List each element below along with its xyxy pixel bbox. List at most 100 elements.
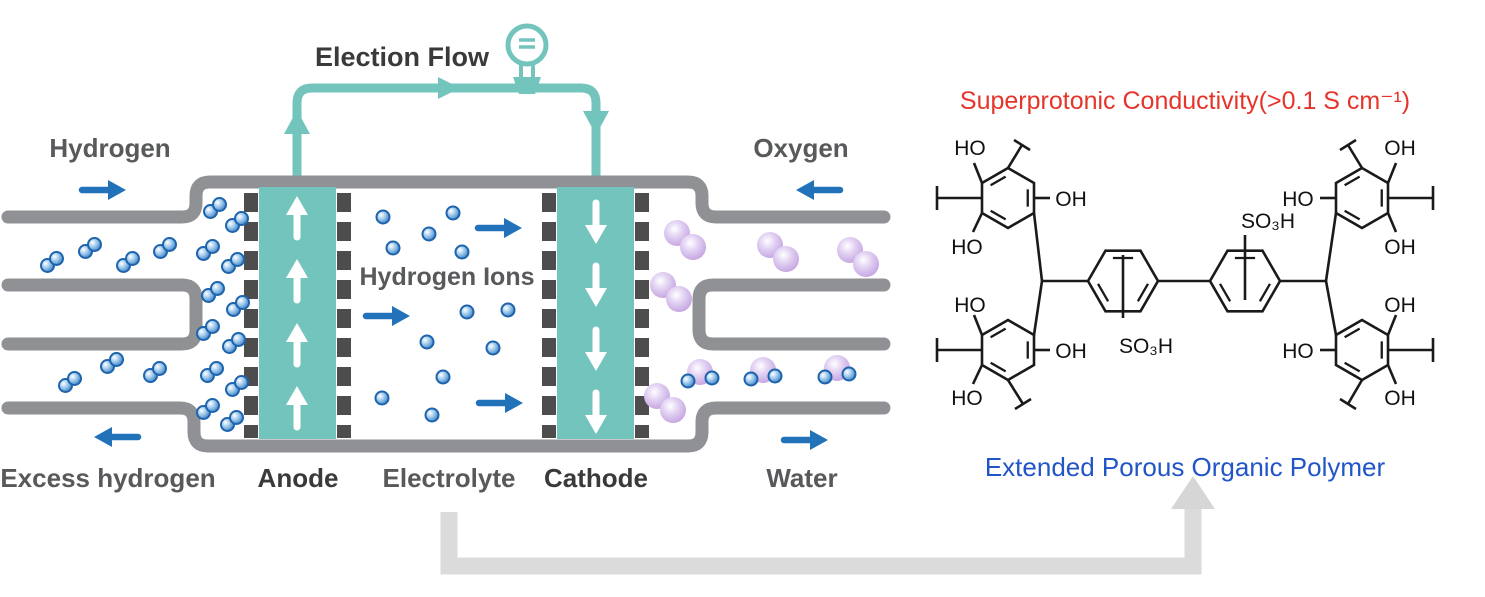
h2-molecule — [116, 251, 140, 273]
superprotonic-title: Superprotonic Conductivity(>0.1 S cm⁻¹) — [959, 87, 1411, 115]
light-bulb-icon — [505, 23, 549, 94]
bond-line — [1324, 212, 1338, 282]
excess-hydrogen-out-arrow — [94, 427, 142, 447]
election-flow-label: Election Flow — [315, 42, 490, 72]
bond-line — [1013, 138, 1031, 152]
wire-down-arrow-icon — [583, 111, 609, 135]
bond-line — [1386, 364, 1398, 385]
bond-line — [1014, 397, 1032, 411]
benzene-ring — [980, 318, 1036, 382]
water-molecule — [743, 357, 783, 387]
hydrogen-ion-dot — [445, 205, 461, 221]
ho-label: HO — [1282, 340, 1314, 363]
hydrogen-ion-dot — [419, 334, 435, 350]
h2-molecule — [225, 211, 249, 233]
fuel-cell-diagram: Election Flow Hydrogen Oxygen Hydroge — [0, 23, 891, 493]
bond-line — [1339, 397, 1357, 411]
h2-molecule — [226, 295, 250, 317]
h2-molecule — [225, 375, 249, 397]
oh-label: OH — [1055, 340, 1087, 363]
o2-molecule — [837, 237, 879, 277]
down-arrow-icon — [585, 326, 607, 371]
electrolyte-label: Electrolyte — [383, 463, 516, 493]
polymer-structure: HO HO HO HO HO HO OH OH OH OH OH OH SO₃H… — [935, 137, 1435, 411]
hydrogen-ion-dot — [485, 340, 501, 356]
ion-flow-arrow — [362, 306, 410, 326]
h2-molecule — [203, 197, 227, 219]
so3h-label: SO₃H — [1119, 335, 1173, 358]
h2-molecule — [100, 352, 124, 374]
up-arrow-icon — [286, 386, 308, 431]
o2-molecule — [644, 383, 686, 423]
housing-bottom-wall — [1, 401, 891, 453]
up-arrow-icon — [286, 196, 308, 241]
down-arrow-icon — [585, 262, 607, 307]
wire-up-arrow-icon — [284, 110, 310, 134]
oh-label: OH — [1384, 236, 1416, 259]
water-out-arrow — [780, 430, 828, 450]
bond-line — [971, 212, 984, 233]
oh-label: OH — [1384, 137, 1416, 160]
wire-right-arrow-icon — [438, 77, 460, 99]
hydrogen-ion-dot — [500, 302, 516, 318]
oxygen-label: Oxygen — [753, 133, 848, 163]
h2-molecule — [78, 237, 102, 259]
hydrogen-ion-dot — [385, 240, 401, 256]
h2-molecule — [221, 252, 245, 274]
h2-molecule — [196, 239, 220, 261]
oxygen-in-arrow — [796, 180, 844, 200]
left-channel-rib — [1, 278, 203, 351]
bond-line — [1032, 280, 1044, 336]
ion-flow-arrow — [474, 218, 522, 238]
water-molecules — [680, 355, 857, 389]
hydrogen-ion-dot — [454, 244, 470, 260]
benzene-ring — [1334, 166, 1390, 230]
ion-flow-arrow — [475, 393, 523, 413]
h2-molecule — [143, 361, 167, 383]
blue-flow-arrows — [78, 180, 844, 450]
structure-labels: HO HO HO HO HO HO OH OH OH OH OH OH SO₃H… — [951, 137, 1416, 410]
ho-label: HO — [954, 137, 986, 160]
so3h-label: SO₃H — [1241, 210, 1295, 233]
hydrogen-ions-label: Hydrogen Ions — [359, 263, 534, 291]
h2-molecule — [222, 332, 246, 354]
polymer-caption: Extended Porous Organic Polymer — [984, 452, 1386, 482]
electron-circuit — [284, 23, 609, 187]
bond-line — [971, 364, 984, 385]
housing-top-wall — [1, 175, 891, 224]
cathode-label: Cathode — [544, 463, 648, 493]
oh-label: OH — [1384, 294, 1416, 317]
hydrogen-molecules — [40, 197, 250, 432]
bond-line — [1346, 144, 1364, 169]
down-arrow-icon — [585, 199, 607, 244]
h2-molecule — [200, 361, 224, 383]
hydrogen-ion-dot — [375, 209, 391, 225]
o2-molecule — [757, 232, 799, 272]
h2-molecule — [58, 371, 82, 393]
bond-line — [972, 314, 984, 336]
cathode-down-arrows — [585, 199, 607, 434]
connector-arrowhead-icon — [1171, 476, 1215, 509]
bond-line — [972, 162, 984, 184]
up-arrow-icon — [286, 259, 308, 304]
up-arrow-icon — [286, 323, 308, 368]
hydrogen-ion-dot — [435, 369, 451, 385]
cell-housing — [1, 175, 891, 453]
bond-line — [1386, 162, 1398, 184]
ho-label: HO — [951, 236, 983, 259]
o2-molecule — [664, 220, 706, 260]
h2-molecule — [220, 410, 244, 432]
down-arrow-icon — [585, 389, 607, 434]
oh-label: OH — [1384, 387, 1416, 410]
o2-molecule — [650, 272, 692, 312]
h2-molecule — [196, 398, 220, 420]
h2-molecule — [153, 237, 177, 259]
structure-bonds — [935, 138, 1435, 411]
bond-line — [1032, 212, 1044, 282]
circuit-wire — [292, 83, 601, 187]
oh-label: OH — [1055, 188, 1087, 211]
connector-arrow — [440, 476, 1215, 575]
bond-line — [1386, 314, 1398, 336]
excess-hydrogen-label: Excess hydrogen — [0, 463, 215, 493]
